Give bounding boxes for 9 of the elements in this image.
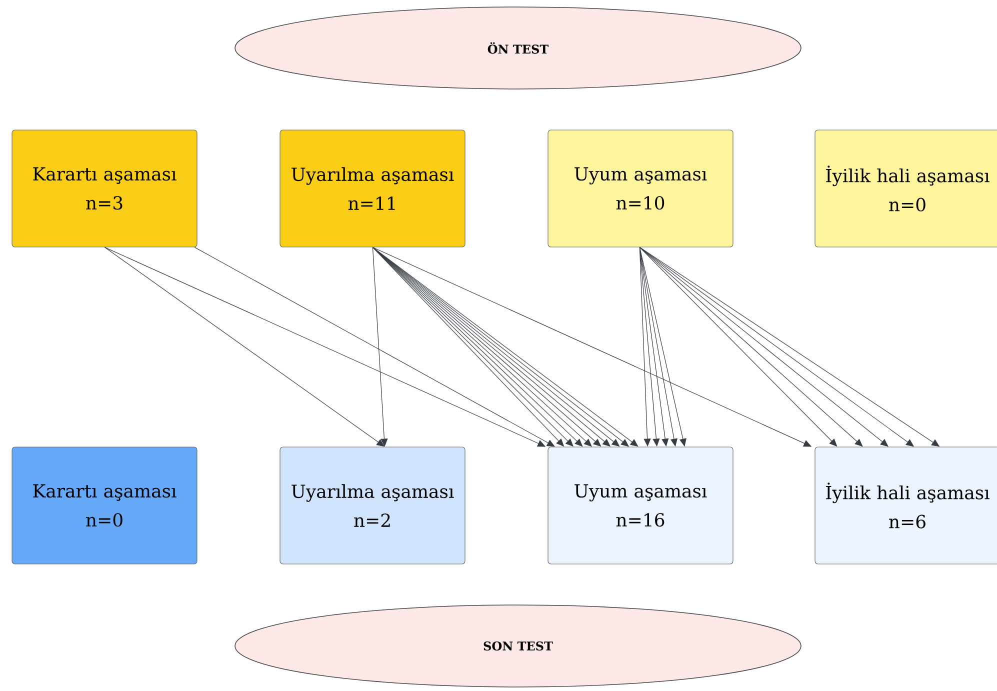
- stage-box: Uyum aşaması n=10: [548, 130, 734, 248]
- arrow: [194, 247, 555, 447]
- stage-box: İyilik hali aşaması n=0: [814, 130, 997, 248]
- stage-box: Uyarılma aşaması n=2: [280, 446, 466, 564]
- stage-box: İyilik hali aşaması n=6: [814, 446, 997, 564]
- stage-box: Uyarılma aşaması n=11: [280, 130, 466, 248]
- stage-box: Karartı aşaması n=3: [12, 130, 198, 248]
- stage-box: Uyum aşaması n=16: [548, 446, 734, 564]
- stage-box: Karartı aşaması n=0: [12, 446, 198, 564]
